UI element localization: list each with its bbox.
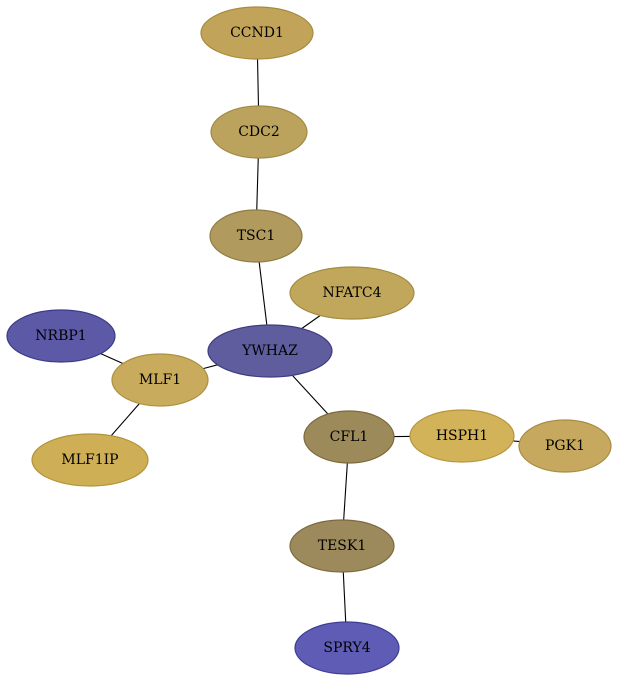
node-label-nfatc4: NFATC4: [322, 285, 381, 301]
node-shape-pgk1: [518, 419, 612, 473]
node-shape-spry4: [294, 621, 400, 675]
node-nrbp1[interactable]: NRBP1: [6, 309, 116, 363]
edge-cfl1-tesk1: [343, 462, 348, 521]
node-shape-mlf1: [111, 353, 209, 407]
node-shape-tesk1: [289, 519, 395, 573]
node-cfl1[interactable]: CFL1: [303, 410, 395, 464]
node-shape-cfl1: [303, 410, 395, 464]
edge-ywhaz-cfl1: [291, 374, 329, 415]
node-label-tsc1: TSC1: [237, 228, 276, 244]
node-label-hsph1: HSPH1: [436, 428, 488, 444]
node-label-nrbp1: NRBP1: [35, 328, 86, 344]
edge-tsc1-ywhaz: [258, 261, 268, 326]
edge-ywhaz-mlf1: [203, 364, 218, 370]
node-shape-nrbp1: [6, 309, 116, 363]
node-shape-ccnd1: [200, 6, 314, 60]
node-pgk1[interactable]: PGK1: [518, 419, 612, 473]
node-tesk1[interactable]: TESK1: [289, 519, 395, 573]
edge-mlf1-mlf1ip: [110, 403, 140, 437]
node-shape-hsph1: [409, 409, 515, 463]
node-label-mlf1ip: MLF1IP: [61, 452, 118, 468]
node-nfatc4[interactable]: NFATC4: [289, 266, 415, 320]
node-shape-mlf1ip: [31, 433, 149, 487]
node-shape-cdc2: [210, 105, 308, 159]
edge-layer: [100, 58, 520, 623]
node-label-cdc2: CDC2: [238, 124, 280, 140]
edge-ccnd1-cdc2: [256, 58, 260, 107]
node-label-pgk1: PGK1: [545, 438, 585, 454]
node-label-ywhaz: YWHAZ: [241, 343, 298, 359]
node-shape-nfatc4: [289, 266, 415, 320]
node-label-tesk1: TESK1: [318, 538, 367, 554]
edge-hsph1-pgk1: [512, 440, 520, 443]
node-shape-ywhaz: [207, 324, 333, 378]
node-hsph1[interactable]: HSPH1: [409, 409, 515, 463]
node-tsc1[interactable]: TSC1: [209, 209, 303, 263]
edge-nrbp1-mlf1: [100, 353, 124, 365]
node-ccnd1[interactable]: CCND1: [200, 6, 314, 60]
edge-nfatc4-ywhaz: [301, 314, 321, 330]
node-cdc2[interactable]: CDC2: [210, 105, 308, 159]
node-ywhaz[interactable]: YWHAZ: [207, 324, 333, 378]
node-spry4[interactable]: SPRY4: [294, 621, 400, 675]
node-label-spry4: SPRY4: [323, 640, 370, 656]
edge-cdc2-tsc1: [256, 157, 259, 211]
node-mlf1[interactable]: MLF1: [111, 353, 209, 407]
node-label-mlf1: MLF1: [139, 372, 181, 388]
edge-tesk1-spry4: [342, 571, 347, 623]
node-label-cfl1: CFL1: [330, 429, 369, 445]
node-mlf1ip[interactable]: MLF1IP: [31, 433, 149, 487]
node-label-ccnd1: CCND1: [230, 25, 284, 41]
node-shape-tsc1: [209, 209, 303, 263]
